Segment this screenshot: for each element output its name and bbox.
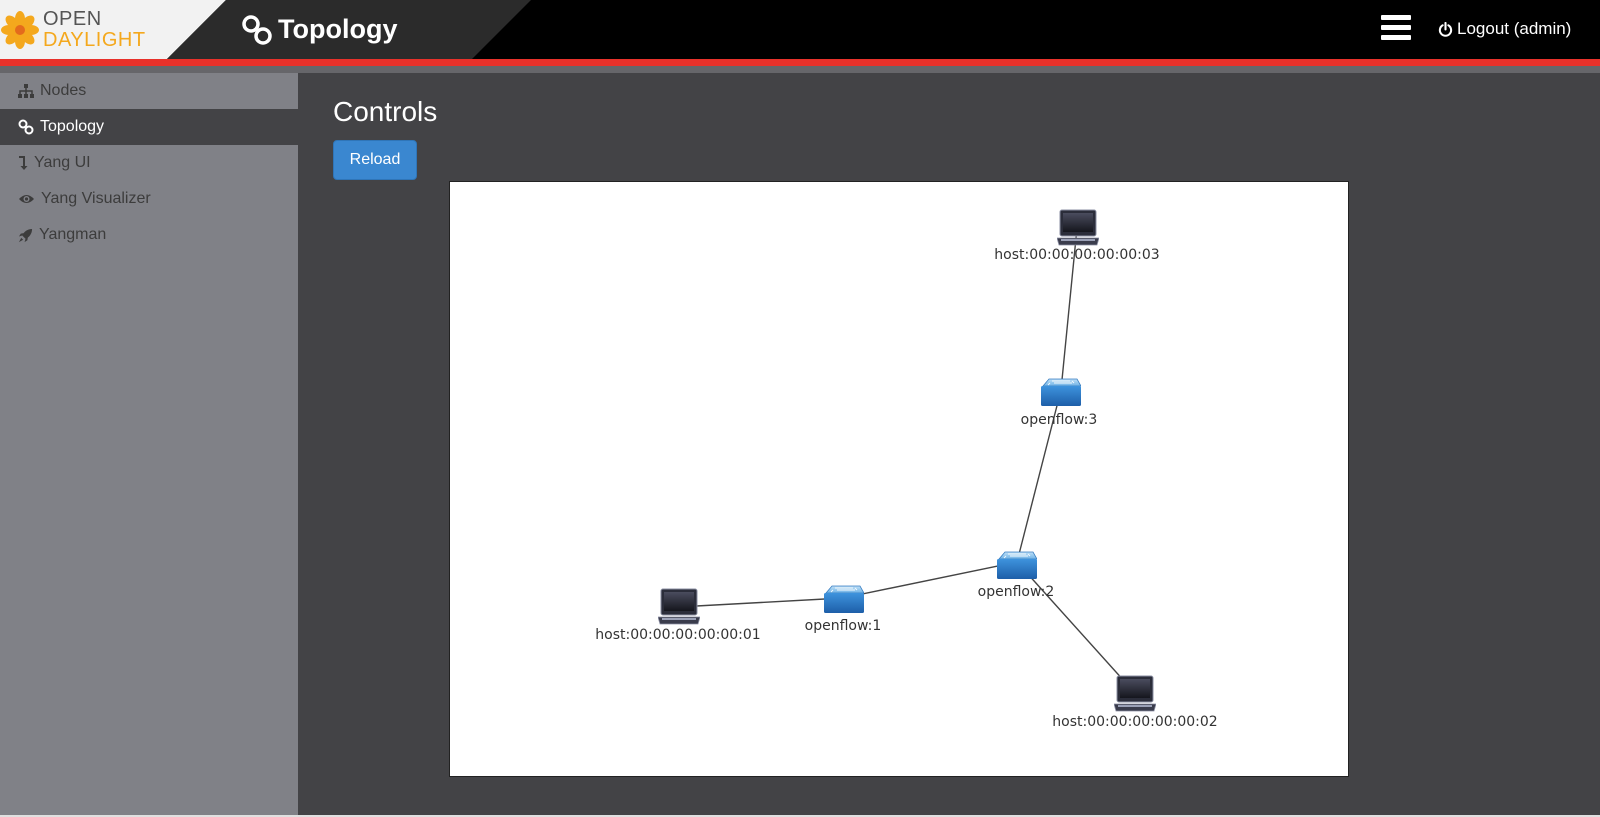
- logo-text-open: OPEN: [43, 8, 102, 30]
- sidebar-item-nodes[interactable]: Nodes: [0, 73, 298, 109]
- topology-link: [677, 597, 844, 608]
- node-label: openflow:1: [805, 618, 882, 634]
- link-icon: [18, 119, 34, 135]
- node-label: openflow:2: [978, 584, 1055, 600]
- logout-button[interactable]: Logout (admin): [1438, 19, 1571, 39]
- node-label: host:00:00:00:00:00:02: [1052, 714, 1217, 730]
- logout-label: Logout (admin): [1457, 19, 1572, 38]
- sidebar-item-label: Nodes: [40, 82, 87, 99]
- sidebar-item-label: Yang UI: [34, 154, 91, 171]
- switch-icon: [996, 551, 1037, 580]
- topology-node-host-03[interactable]: host:00:00:00:00:00:03: [994, 209, 1160, 263]
- sidebar: Nodes Topology Yang UI Yang Visualizer Y…: [0, 73, 298, 817]
- opendaylight-flower-icon: [1, 11, 39, 49]
- node-label: host:00:00:00:00:00:03: [994, 247, 1159, 263]
- sidebar-item-label: Yang Visualizer: [41, 190, 151, 207]
- controls-heading: Controls: [333, 96, 438, 127]
- host-icon: [658, 588, 700, 625]
- topology-node-host-01[interactable]: host:00:00:00:00:00:01: [595, 588, 761, 643]
- host-icon: [1057, 209, 1099, 246]
- sidebar-item-topology[interactable]: Topology: [0, 109, 298, 145]
- bottom-border: [0, 815, 1600, 817]
- sitemap-icon: [18, 84, 34, 98]
- rocket-icon: [18, 228, 33, 242]
- topology-node-openflow-1[interactable]: openflow:1: [805, 585, 882, 634]
- switch-icon: [823, 585, 864, 614]
- hamburger-menu-icon: [1381, 15, 1411, 20]
- switch-icon: [1040, 378, 1081, 407]
- header-accent-bar: [0, 59, 1600, 66]
- link-icon: [242, 15, 272, 45]
- node-label: openflow:3: [1021, 412, 1098, 428]
- node-label: host:00:00:00:00:00:01: [595, 627, 760, 643]
- title-area: [167, 0, 531, 59]
- sidebar-item-label: Yangman: [39, 226, 107, 243]
- host-icon: [1114, 675, 1156, 712]
- reload-button[interactable]: Reload: [333, 140, 417, 180]
- hamburger-menu-button[interactable]: [1381, 15, 1411, 41]
- logo-text: OPEN DAYLIGHT: [43, 9, 146, 51]
- power-icon: [1438, 21, 1453, 37]
- topology-canvas[interactable]: host:00:00:00:00:00:03 openflow:3 openfl…: [449, 181, 1349, 777]
- sidebar-item-yang-visualizer[interactable]: Yang Visualizer: [0, 181, 298, 217]
- page-title: Topology: [278, 14, 398, 44]
- hamburger-menu-icon: [1381, 35, 1411, 40]
- eye-icon: [19, 195, 34, 203]
- topology-node-openflow-2[interactable]: openflow:2: [978, 551, 1055, 600]
- topology-node-openflow-3[interactable]: openflow:3: [1021, 378, 1098, 428]
- topology-link: [1016, 561, 1135, 693]
- topology-link: [842, 561, 1018, 599]
- header-divider-bar: [0, 66, 1600, 73]
- level-down-icon: [19, 156, 28, 170]
- logo-text-daylight: DAYLIGHT: [43, 29, 146, 51]
- sidebar-item-label: Topology: [40, 118, 105, 135]
- hamburger-menu-icon: [1381, 25, 1411, 30]
- sidebar-item-yangman[interactable]: Yangman: [0, 217, 298, 253]
- topology-node-host-02[interactable]: host:00:00:00:00:00:02: [1052, 675, 1218, 730]
- topology-graph[interactable]: host:00:00:00:00:00:03 openflow:3 openfl…: [450, 182, 1348, 776]
- topology-link: [1016, 389, 1062, 563]
- sidebar-item-yang-ui[interactable]: Yang UI: [0, 145, 298, 181]
- logo-area: OPEN DAYLIGHT: [0, 0, 226, 59]
- topology-link: [1060, 227, 1078, 391]
- top-header: OPEN DAYLIGHT Topology Logout (admin): [0, 0, 1600, 59]
